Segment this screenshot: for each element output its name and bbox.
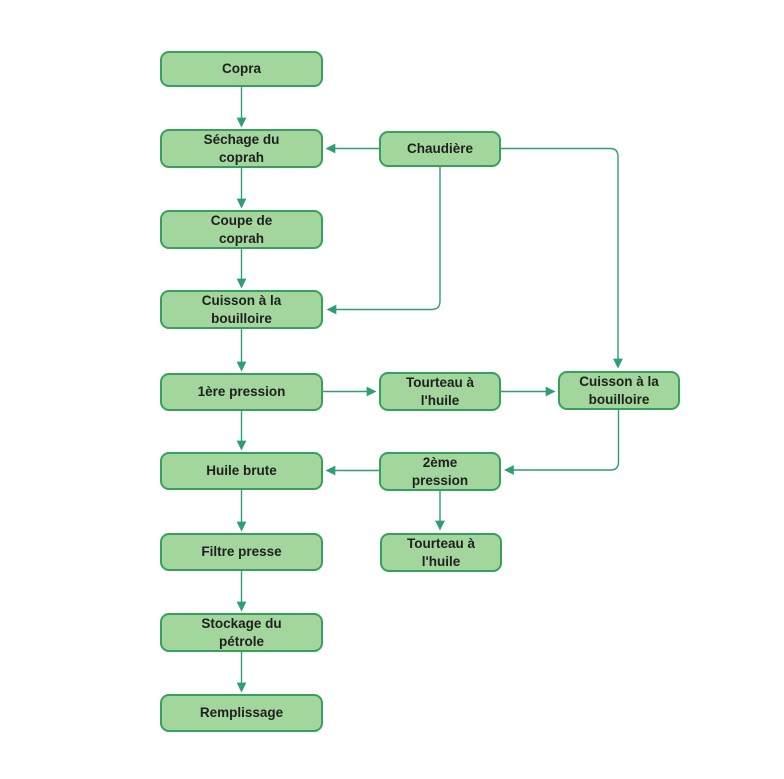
- node-cuisson-a-la-bouilloire-2: Cuisson à la bouilloire: [558, 371, 680, 410]
- node-stockage-du-petrole-label: Stockage du pétrole: [201, 615, 282, 649]
- node-coupe-de-coprah-label: Coupe de coprah: [210, 212, 273, 246]
- node-2eme-pression-label: 2ème pression: [411, 454, 469, 488]
- node-filtre-presse: Filtre presse: [160, 533, 323, 571]
- node-tourteau-a-l-huile-1-label: Tourteau à l'huile: [405, 374, 474, 408]
- node-remplissage: Remplissage: [160, 694, 323, 732]
- node-huile-brute: Huile brute: [160, 452, 323, 490]
- node-stockage-du-petrole: Stockage du pétrole: [160, 613, 323, 652]
- node-1ere-pression-label: 1ère pression: [197, 384, 286, 400]
- node-copra: Copra: [160, 51, 323, 87]
- edge-cuisson2-to-pression2: [504, 410, 620, 475]
- node-huile-brute-label: Huile brute: [206, 463, 277, 479]
- node-cuisson-a-la-bouilloire-1: Cuisson à la bouilloire: [160, 290, 323, 329]
- node-remplissage-label: Remplissage: [199, 705, 284, 721]
- node-cuisson-a-la-bouilloire-2-label: Cuisson à la bouilloire: [579, 373, 659, 407]
- node-2eme-pression: 2ème pression: [379, 452, 501, 491]
- node-chaudiere-label: Chaudière: [406, 141, 474, 157]
- node-tourteau-a-l-huile-1: Tourteau à l'huile: [379, 372, 501, 411]
- node-chaudiere: Chaudière: [379, 131, 501, 167]
- node-tourteau-a-l-huile-2: Tourteau à l'huile: [380, 533, 502, 572]
- edge-chaudiere-to-cuisson1: [326, 167, 441, 315]
- node-filtre-presse-label: Filtre presse: [201, 544, 282, 560]
- node-tourteau-a-l-huile-2-label: Tourteau à l'huile: [406, 535, 475, 569]
- node-sechage-du-coprah-label: Séchage du coprah: [203, 131, 280, 165]
- node-cuisson-a-la-bouilloire-1-label: Cuisson à la bouilloire: [201, 292, 282, 326]
- node-copra-label: Copra: [221, 61, 261, 77]
- node-1ere-pression: 1ère pression: [160, 373, 323, 411]
- edge-chaudiere-to-cuisson2: [501, 147, 623, 369]
- node-coupe-de-coprah: Coupe de coprah: [160, 210, 323, 249]
- node-sechage-du-coprah: Séchage du coprah: [160, 129, 323, 168]
